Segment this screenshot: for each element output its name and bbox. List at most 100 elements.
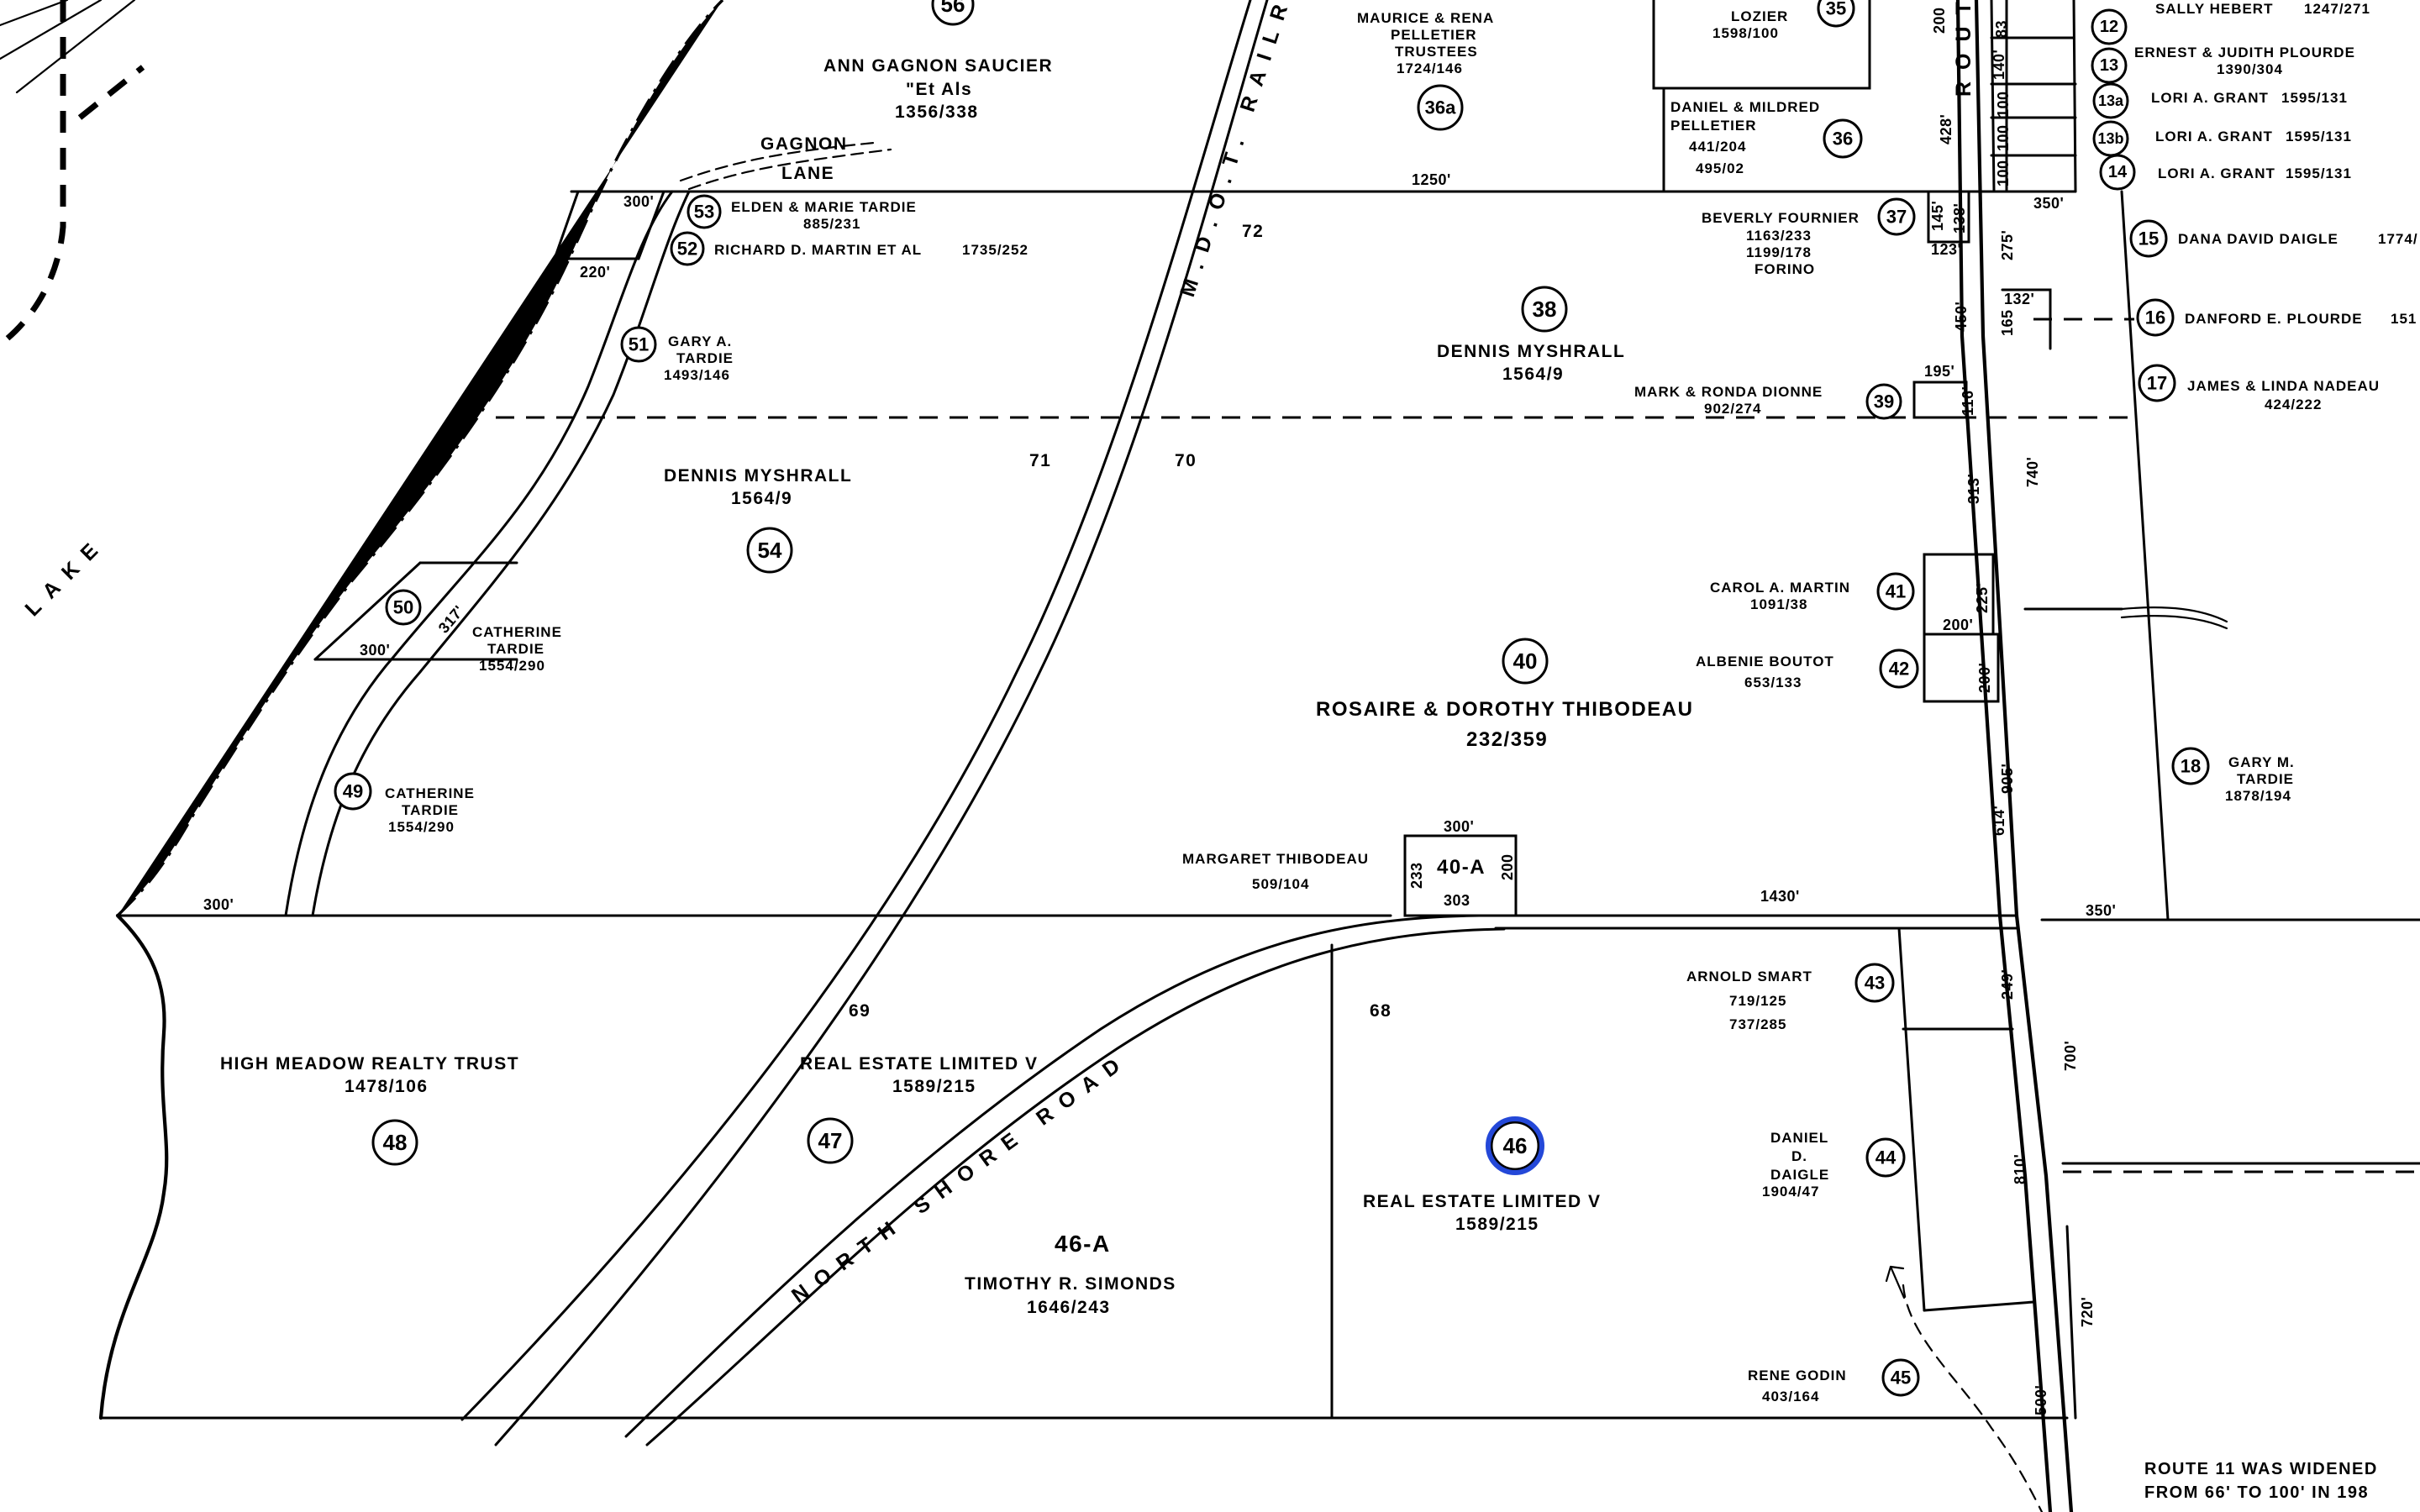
parcel-marker-51[interactable]: 51 bbox=[620, 326, 657, 363]
parcel-marker-12[interactable]: 12 bbox=[2091, 8, 2128, 45]
owner-45: RENE GODIN bbox=[1748, 1368, 1847, 1383]
gagnon-lane-top: GAGNON bbox=[760, 134, 848, 154]
parcel-marker-35[interactable]: 35 bbox=[1817, 0, 1855, 28]
bookpage-18: 1878/194 bbox=[2225, 788, 2291, 804]
parcel-marker-42[interactable]: 42 bbox=[1879, 648, 1919, 689]
bookpage-38: 1564/9 bbox=[1502, 365, 1564, 384]
svg-text:1430': 1430' bbox=[1760, 888, 1800, 905]
parcel-marker-13b[interactable]: 13b bbox=[2092, 120, 2129, 157]
parcel-marker-49[interactable]: 49 bbox=[334, 772, 372, 811]
bookpage-17: 424/222 bbox=[2265, 396, 2322, 412]
parcel-marker-17[interactable]: 17 bbox=[2138, 364, 2176, 402]
parcel-marker-50[interactable]: 50 bbox=[385, 589, 422, 626]
owner-16: DANFORD E. PLOURDE bbox=[2185, 311, 2363, 327]
parcel-marker-14[interactable]: 14 bbox=[2099, 154, 2136, 191]
owner-35-line2: LOZIER bbox=[1731, 8, 1788, 24]
svg-text:200': 200' bbox=[1943, 617, 1973, 633]
gagnon-lane-bottom: LANE bbox=[781, 164, 834, 183]
parcel-marker-52[interactable]: 52 bbox=[670, 231, 705, 266]
owner-36: DANIEL & MILDRED bbox=[1670, 99, 1820, 115]
owner-51-line2: TARDIE bbox=[676, 350, 734, 366]
svg-text:350': 350' bbox=[2033, 195, 2064, 212]
svg-text:13b: 13b bbox=[2097, 130, 2123, 147]
owner-42: ALBENIE BOUTOT bbox=[1696, 654, 1834, 669]
parcel-marker-53[interactable]: 53 bbox=[687, 194, 722, 229]
owner-49: CATHERINE bbox=[385, 785, 475, 801]
lot-number: 68 bbox=[1370, 1001, 1392, 1021]
parcel-marker-13[interactable]: 13 bbox=[2091, 47, 2128, 84]
owner-41: CAROL A. MARTIN bbox=[1710, 580, 1850, 596]
owner-13: ERNEST & JUDITH PLOURDE bbox=[2134, 45, 2355, 60]
owner-50-line2: TARDIE bbox=[487, 641, 544, 657]
svg-text:300': 300' bbox=[360, 642, 390, 659]
parcel-marker-38[interactable]: 38 bbox=[1521, 286, 1568, 333]
parcel-marker-45[interactable]: 45 bbox=[1881, 1358, 1920, 1397]
svg-text:116': 116' bbox=[1960, 386, 1976, 416]
svg-text:36a: 36a bbox=[1425, 97, 1456, 118]
parcel-marker-13a[interactable]: 13a bbox=[2092, 82, 2129, 119]
parcel-marker-44[interactable]: 44 bbox=[1865, 1137, 1906, 1178]
svg-text:450': 450' bbox=[1953, 302, 1970, 332]
svg-text:275': 275' bbox=[1999, 230, 2016, 260]
parcel-marker-56[interactable]: 56 bbox=[931, 0, 975, 26]
parcel-marker-48[interactable]: 48 bbox=[371, 1119, 418, 1166]
svg-text:51: 51 bbox=[629, 334, 649, 355]
parcel-marker-36a[interactable]: 36a bbox=[1417, 84, 1464, 131]
svg-text:100: 100 bbox=[1995, 124, 2012, 151]
svg-text:45: 45 bbox=[1891, 1368, 1911, 1389]
svg-text:12: 12 bbox=[2100, 18, 2118, 36]
svg-text:249': 249' bbox=[1999, 969, 2016, 1000]
bookpage2-36: 495/02 bbox=[1696, 160, 1744, 176]
note-line1: ROUTE 11 WAS WIDENED bbox=[2144, 1460, 2378, 1478]
bookpage-36: 441/204 bbox=[1689, 139, 1746, 155]
parcel-marker-15[interactable]: 15 bbox=[2129, 219, 2168, 258]
owner-36a-line2: PELLETIER bbox=[1391, 27, 1477, 43]
owner-17: JAMES & LINDA NADEAU bbox=[2187, 378, 2380, 394]
parcel-marker-41[interactable]: 41 bbox=[1876, 572, 1915, 611]
svg-text:300': 300' bbox=[1444, 818, 1474, 835]
note-line2: FROM 66' TO 100' IN 198 bbox=[2144, 1483, 2369, 1502]
svg-text:300': 300' bbox=[623, 193, 654, 210]
svg-text:428': 428' bbox=[1938, 114, 1954, 144]
owner-14: LORI A. GRANT bbox=[2158, 165, 2275, 181]
bookpage-56: 1356/338 bbox=[895, 102, 979, 122]
owner-40: ROSAIRE & DOROTHY THIBODEAU bbox=[1316, 698, 1693, 721]
bookpage-41: 1091/38 bbox=[1750, 596, 1807, 612]
bookpage-12: 1247/271 bbox=[2304, 1, 2370, 17]
highlight-ring bbox=[1486, 1116, 1544, 1175]
bookpage-50: 1554/290 bbox=[479, 658, 545, 674]
bookpage-44: 1904/47 bbox=[1762, 1184, 1819, 1200]
svg-text:56: 56 bbox=[941, 0, 965, 17]
owner-15: DANA DAVID DAIGLE bbox=[2178, 231, 2338, 247]
parcel-marker-46[interactable]: 46 bbox=[1486, 1116, 1544, 1175]
bookpage-47: 1589/215 bbox=[892, 1077, 976, 1096]
svg-text:53: 53 bbox=[694, 202, 714, 223]
lot-number: 71 bbox=[1029, 451, 1051, 470]
owner-44-line3: DAIGLE bbox=[1770, 1167, 1829, 1183]
lot-number: 69 bbox=[849, 1001, 871, 1021]
svg-text:200: 200 bbox=[1499, 853, 1516, 880]
parcel-marker-18[interactable]: 18 bbox=[2171, 747, 2210, 785]
parcel-marker-16[interactable]: 16 bbox=[2136, 298, 2175, 337]
svg-text:220': 220' bbox=[580, 264, 610, 281]
parcel-marker-43[interactable]: 43 bbox=[1854, 963, 1895, 1003]
parcel-marker-40[interactable]: 40 bbox=[1502, 638, 1549, 685]
bookpage-45: 403/164 bbox=[1762, 1389, 1819, 1404]
bookpage-40a: 509/104 bbox=[1252, 876, 1309, 892]
owner-47: REAL ESTATE LIMITED V bbox=[800, 1054, 1039, 1074]
bookpage-53: 885/231 bbox=[803, 216, 860, 232]
bookpage2-37: 1199/178 bbox=[1746, 244, 1812, 260]
parcel-marker-37[interactable]: 37 bbox=[1877, 197, 1916, 236]
parcel-marker-36[interactable]: 36 bbox=[1823, 118, 1863, 159]
parcel-marker-47[interactable]: 47 bbox=[807, 1117, 854, 1164]
parcel-marker-54[interactable]: 54 bbox=[746, 527, 793, 574]
route-label: ROUT bbox=[1952, 0, 1975, 97]
owner-18: GARY M. bbox=[2228, 754, 2295, 770]
svg-text:140': 140' bbox=[1991, 50, 2007, 80]
owner-51: GARY A. bbox=[668, 333, 732, 349]
bookpage2-43: 737/285 bbox=[1729, 1016, 1786, 1032]
svg-text:145': 145' bbox=[1929, 201, 1946, 231]
bookpage-48: 1478/106 bbox=[345, 1077, 429, 1096]
parcel-marker-39[interactable]: 39 bbox=[1865, 383, 1902, 420]
svg-text:49: 49 bbox=[343, 781, 363, 802]
